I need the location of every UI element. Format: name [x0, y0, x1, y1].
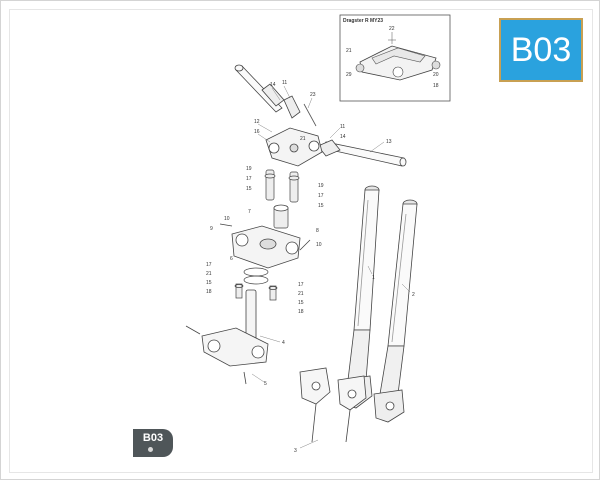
lower-triple-clamp: [219, 223, 311, 269]
callout: 8: [316, 228, 319, 234]
section-tag: B03: [133, 429, 173, 457]
fork-leg-right: [373, 199, 418, 423]
leader-lines: [251, 85, 411, 449]
callout: 5: [264, 381, 267, 387]
handlebar-left: [234, 64, 285, 113]
inset-callout-20: 20: [433, 72, 439, 78]
callout: 17: [206, 262, 212, 268]
inset-callout-18: 18: [433, 83, 439, 89]
callout: 16: [254, 129, 260, 135]
callout: 15: [246, 186, 252, 192]
inset-callout-29: 29: [346, 72, 352, 78]
section-badge: B03: [499, 18, 583, 82]
callout: 21: [206, 271, 212, 277]
callout: 4: [282, 340, 285, 346]
callout: 15: [298, 300, 304, 306]
inset-callout-22: 22: [389, 26, 395, 32]
callout: 6: [230, 256, 233, 262]
inset-callout-21: 21: [346, 48, 352, 54]
steering-stem: [185, 289, 269, 385]
callout: 3: [294, 448, 297, 454]
fork-bottoms: [299, 367, 367, 443]
callout: 2: [412, 292, 415, 298]
handlebar-right: [317, 139, 407, 167]
inset-detail: Dragster R MY23 22 21 29 20 18: [339, 14, 451, 102]
callout: 23: [310, 92, 316, 98]
callout: 10: [316, 242, 322, 248]
callout: 11: [282, 80, 287, 86]
callout: 10: [224, 216, 230, 222]
callout: 14: [340, 134, 346, 140]
bushings-stack: [264, 169, 300, 229]
callout: 11: [340, 124, 345, 130]
callout: 14: [270, 82, 276, 88]
inset-title: Dragster R MY23: [343, 18, 383, 24]
bearing-rings: [234, 267, 278, 301]
callout: 17: [246, 176, 252, 182]
callout: 18: [298, 309, 304, 315]
callout: 19: [318, 183, 324, 189]
callout: 9: [210, 226, 213, 232]
callout: 21: [298, 291, 304, 297]
callout-labels: 14 11 23 12 16 21 11 14 13 19 17 15 19 1…: [206, 80, 415, 454]
tag-dot-icon: [148, 447, 153, 452]
inner-border: [9, 9, 593, 473]
fork-leg-left: [341, 185, 380, 409]
callout: 13: [386, 139, 392, 145]
callout: 12: [254, 119, 260, 125]
callout: 1: [372, 275, 375, 281]
callout: 17: [318, 193, 324, 199]
section-tag-label: B03: [142, 432, 164, 444]
callout: 15: [206, 280, 212, 286]
callout: 18: [206, 289, 212, 295]
callout: 7: [248, 209, 251, 215]
callout: 21: [300, 136, 306, 142]
upper-triple-clamp: [265, 95, 323, 167]
callout: 17: [298, 282, 304, 288]
callout: 19: [246, 166, 252, 172]
callout: 15: [318, 203, 324, 209]
